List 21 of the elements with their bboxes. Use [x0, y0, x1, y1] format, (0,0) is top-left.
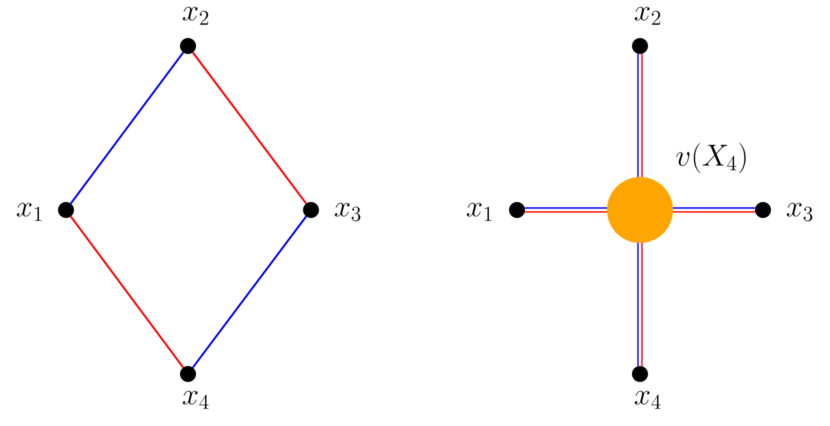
edge-line — [641, 54, 643, 178]
edge-line — [672, 207, 756, 209]
vertex-label: $x_1$ — [16, 202, 42, 221]
vertex-label: $x_2$ — [182, 6, 208, 25]
vertex-label: $x_1$ — [466, 202, 492, 221]
edge-line — [192, 216, 307, 368]
edge-line — [192, 52, 307, 204]
edge-line — [70, 216, 184, 368]
vertex-label: $x_4$ — [634, 390, 661, 409]
vertex-label: $x_3$ — [786, 202, 812, 222]
edge-line — [637, 54, 639, 178]
edge-line — [524, 211, 608, 213]
edge-line — [672, 211, 756, 213]
edge-line — [70, 52, 184, 204]
vertex-label: $x_4$ — [182, 390, 209, 409]
edge-line — [641, 242, 643, 366]
vertex-label: $v(X_4)$ — [676, 142, 746, 174]
vertex-label: $x_2$ — [634, 6, 660, 25]
edge-line — [524, 207, 608, 209]
vertex-label: $x_3$ — [334, 202, 360, 222]
edge-line — [637, 242, 639, 366]
